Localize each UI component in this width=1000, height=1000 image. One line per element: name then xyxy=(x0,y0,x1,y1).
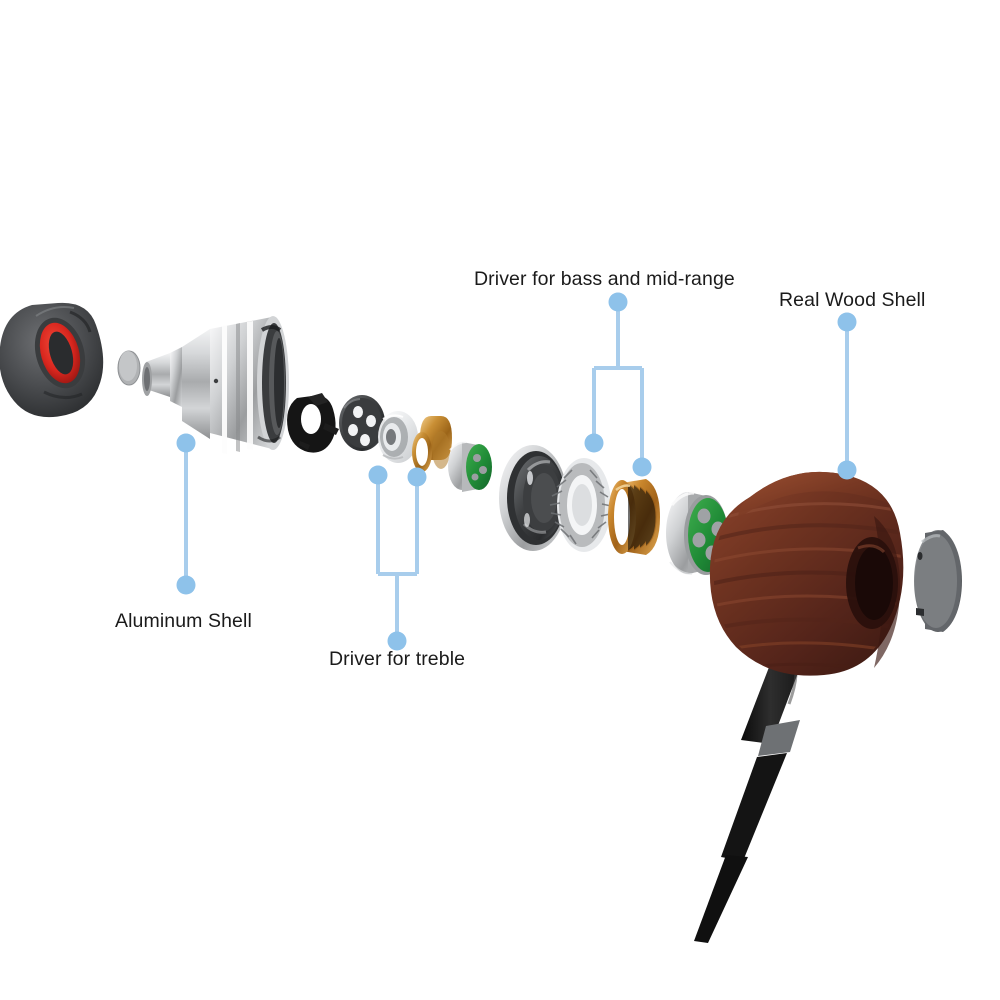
component-voice-coil xyxy=(608,479,660,555)
component-aluminum-shell xyxy=(142,316,289,454)
callout-dot-aluminum-leg-1 xyxy=(176,433,196,453)
callout-dot-bass-leg-1 xyxy=(584,433,604,453)
callout-line-bass xyxy=(592,302,644,467)
callout-dot-bass-anchor xyxy=(608,292,628,312)
callout-dot-treble-leg-2 xyxy=(407,467,427,487)
callout-dot-bass-leg-2 xyxy=(632,457,652,477)
component-perforated-plate xyxy=(339,395,385,451)
callout-label-bass-mid-driver: Driver for bass and mid-range xyxy=(474,268,735,290)
component-strain-relief xyxy=(694,628,815,943)
component-diaphragm-cup xyxy=(499,445,567,551)
callout-label-aluminum-shell: Aluminum Shell xyxy=(115,610,252,632)
callout-dot-treble-anchor xyxy=(387,631,407,651)
component-gold-ring xyxy=(412,416,452,472)
component-spider-ring xyxy=(549,458,612,552)
callout-dot-treble-leg-1 xyxy=(368,465,388,485)
component-green-pcb-small xyxy=(448,441,492,492)
callout-label-treble-driver: Driver for treble xyxy=(329,648,466,670)
callout-dots xyxy=(176,292,857,651)
callout-lines xyxy=(184,302,849,641)
callout-line-treble xyxy=(376,475,419,641)
component-ear-tip xyxy=(0,302,104,418)
component-treble-driver xyxy=(378,411,418,463)
callout-dot-aluminum-anchor xyxy=(176,575,196,595)
component-wood-shell xyxy=(709,471,904,676)
component-mesh-filter xyxy=(117,350,141,386)
callout-dot-wood-leg-1 xyxy=(837,460,857,480)
callout-dot-wood-anchor xyxy=(837,312,857,332)
callout-label-real-wood-shell: Real Wood Shell xyxy=(779,289,926,311)
component-back-cap xyxy=(914,530,962,632)
component-clip-bracket xyxy=(287,393,339,453)
